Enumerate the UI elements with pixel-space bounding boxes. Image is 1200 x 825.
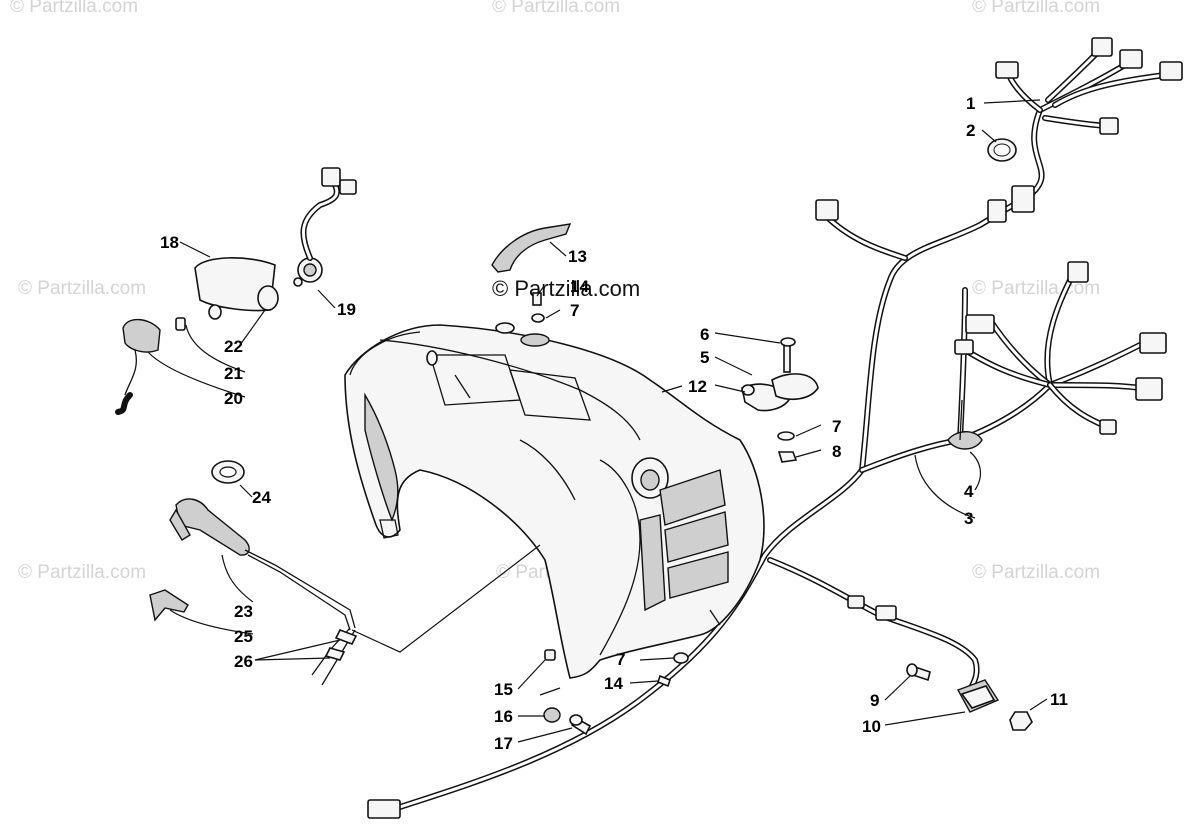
rivet-icon <box>544 649 556 661</box>
connector-plug-icon <box>1011 185 1035 213</box>
callout-9: 9 <box>870 691 879 710</box>
callout-15: 15 <box>494 680 513 699</box>
console-body <box>344 324 765 679</box>
connector-plug-icon <box>987 199 1007 223</box>
callout-10: 10 <box>862 717 881 736</box>
nut-icon <box>1009 711 1033 731</box>
connector-plug-icon <box>954 339 974 355</box>
watermark-mid-center: © Partzilla.com <box>492 276 640 301</box>
mount-hardware <box>539 649 689 736</box>
bolt-icon <box>657 674 671 688</box>
switch-assembly <box>115 167 357 415</box>
callout-26: 26 <box>234 652 253 671</box>
spacer-icon <box>543 707 561 723</box>
connector-plug-icon <box>815 199 839 221</box>
callout-22: 22 <box>224 337 243 356</box>
callout-18: 18 <box>160 233 179 252</box>
connector-plug-icon <box>339 179 357 195</box>
callout-25: 25 <box>234 627 253 646</box>
throttle-lever-icon <box>175 498 250 556</box>
washer-icon <box>495 322 515 334</box>
callout-7-top: 7 <box>570 301 579 320</box>
wiring-harness <box>382 47 1168 815</box>
callout-6: 6 <box>700 325 709 344</box>
choke-lever-icon <box>149 589 189 622</box>
watermark-top-right: © Partzilla.com <box>972 0 1100 17</box>
callout-12: 12 <box>688 377 707 396</box>
connector-plug-icon <box>367 799 401 819</box>
connector-plug-icon <box>1159 61 1183 81</box>
callout-14-top: 14 <box>570 277 589 296</box>
bracket-assembly <box>741 337 819 463</box>
washer-icon <box>777 431 795 441</box>
part-14-7-hardware <box>495 292 550 347</box>
harness-clip-icon <box>947 431 983 450</box>
watermark-top-left: © Partzilla.com <box>10 0 138 17</box>
callout-23: 23 <box>234 602 253 621</box>
callout-1: 1 <box>966 94 975 113</box>
part-13-strap <box>491 223 572 273</box>
callout-20: 20 <box>224 389 243 408</box>
washer-icon <box>531 313 545 323</box>
callout-13: 13 <box>568 247 587 266</box>
leader-lines <box>147 99 1048 743</box>
connector-plug-icon <box>995 61 1019 79</box>
callout-16: 16 <box>494 707 513 726</box>
callout-7-bottom: 7 <box>616 650 625 669</box>
callout-3: 3 <box>964 509 973 528</box>
connector-plug-icon <box>1067 261 1089 283</box>
nut-icon <box>175 317 186 331</box>
callout-11: 11 <box>1050 690 1068 709</box>
callout-labels: 1 2 3 4 5 6 7 7 7 8 9 10 11 12 13 14 14 … <box>160 94 1068 753</box>
callout-7-right: 7 <box>832 417 841 436</box>
relay-assembly <box>906 663 1033 731</box>
washer-icon <box>208 304 222 320</box>
callout-8: 8 <box>832 442 841 461</box>
callout-21: 21 <box>224 364 243 383</box>
connector-plug-icon <box>1119 49 1143 69</box>
callout-14-bottom: 14 <box>604 674 623 693</box>
callout-5: 5 <box>700 348 709 367</box>
connector-plug-icon <box>321 167 341 187</box>
throttle-assembly <box>149 460 358 686</box>
callout-2: 2 <box>966 121 975 140</box>
connector-plug-icon <box>1091 37 1113 57</box>
callout-19: 19 <box>337 300 356 319</box>
bolt-icon <box>532 292 542 306</box>
ignition-switch-icon <box>122 318 161 353</box>
connector-plug-icon <box>965 314 995 334</box>
connector-plug-icon <box>847 595 865 609</box>
connector-plug-icon <box>1135 377 1163 401</box>
watermark-low-right: © Partzilla.com <box>972 562 1100 583</box>
connector-plug-icon <box>1099 419 1117 435</box>
harness-connectors <box>367 37 1183 819</box>
washer-icon <box>673 652 689 664</box>
connector-plug-icon <box>1099 117 1119 135</box>
callout-17: 17 <box>494 734 513 753</box>
callout-24: 24 <box>252 488 271 507</box>
connector-plug-icon <box>875 605 897 621</box>
watermark-top-center: © Partzilla.com <box>492 0 620 17</box>
nut-icon <box>777 451 798 463</box>
watermark-mid-left: © Partzilla.com <box>18 278 146 299</box>
callout-4: 4 <box>964 482 974 501</box>
connector-plug-icon <box>1139 332 1167 354</box>
watermark-low-left: © Partzilla.com <box>18 562 146 583</box>
